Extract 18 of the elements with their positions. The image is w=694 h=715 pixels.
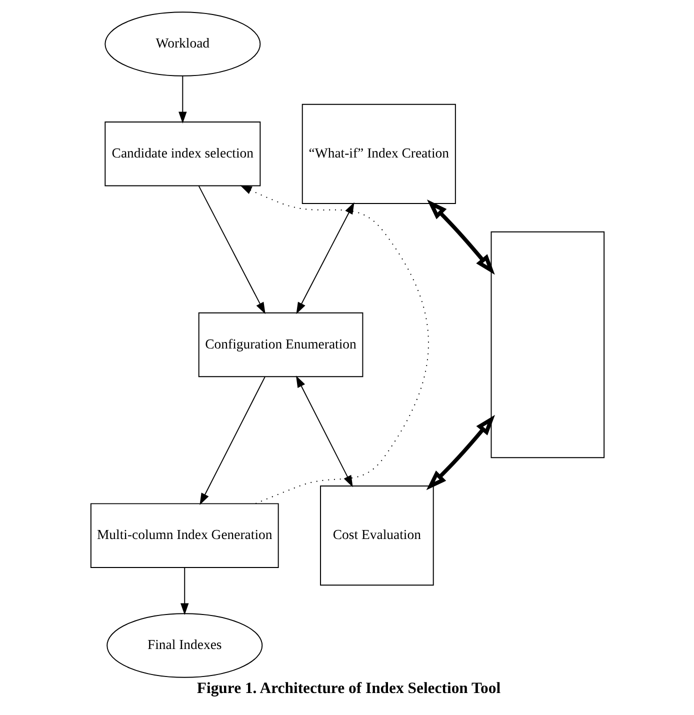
arrow — [198, 186, 265, 314]
arrow — [296, 202, 354, 314]
arrow — [199, 376, 265, 505]
node-box: Multi-column Index Generation — [90, 503, 278, 568]
arrow — [178, 75, 186, 124]
node-box — [490, 231, 604, 458]
node-ellipse: Workload — [104, 12, 260, 76]
node-box: Candidate index selection — [104, 122, 260, 186]
node-box: Configuration Enumeration — [198, 312, 363, 378]
caption: Figure 1. Architecture of Index Selection Tool — [196, 680, 500, 697]
node-box: “What-if” Index Creation — [301, 104, 456, 204]
arrow — [426, 414, 494, 490]
arrow — [180, 567, 188, 616]
node-box: Cost Evaluation — [320, 486, 434, 586]
node-ellipse: Final Indexes — [106, 613, 262, 678]
arrow — [240, 185, 428, 504]
arrow — [295, 376, 352, 488]
arrow — [426, 199, 494, 275]
